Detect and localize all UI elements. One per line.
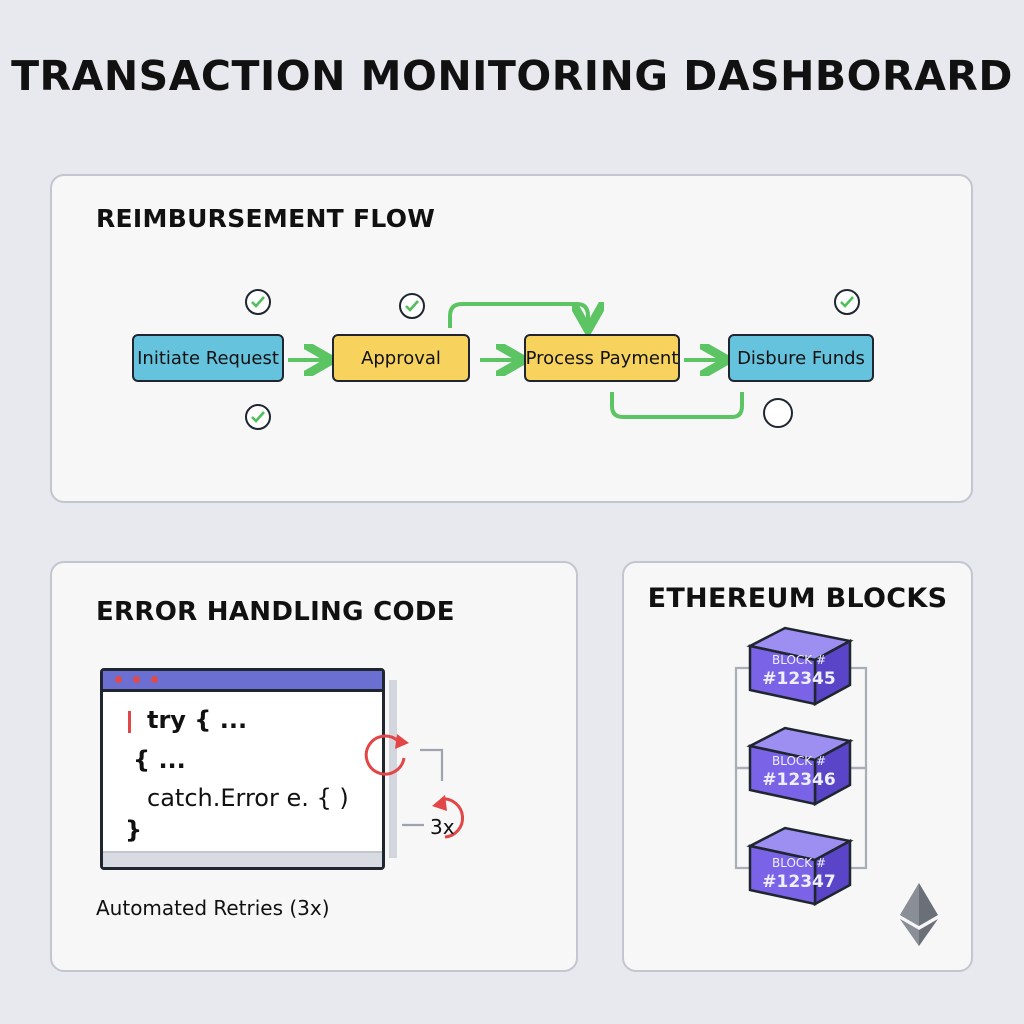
ethereum-panel-title: ETHEREUM BLOCKS: [647, 583, 948, 614]
ethereum-icon: [900, 883, 938, 946]
chain-link: [734, 666, 868, 870]
return-loop-payment-disburse: [610, 392, 744, 419]
code-window-scrollbar[interactable]: [389, 680, 397, 858]
blockchain-diagram: BLOCK # #12345 BLOCK # #12346 BLOCK # #1…: [734, 626, 938, 946]
code-line-try: try { ...: [147, 706, 248, 734]
window-dot[interactable]: [151, 676, 158, 683]
step-disburse-funds: Disbure Funds: [728, 334, 874, 382]
ethereum-blocks-panel: ETHEREUM BLOCKS BLOCK # #12345 BLOCK # #…: [622, 561, 973, 972]
block-caption: BLOCK #: [772, 754, 826, 768]
flow-connectors: [288, 302, 744, 419]
retry-icon: [364, 734, 409, 776]
ethereum-block: [746, 626, 854, 707]
block-caption: BLOCK #: [772, 856, 826, 870]
flow-panel-title: REIMBURSEMENT FLOW: [96, 204, 436, 233]
check-circle-icon: [399, 293, 425, 319]
code-line-close: }: [125, 816, 143, 844]
check-circle-icon: [245, 289, 271, 315]
text-cursor: [128, 711, 131, 733]
retry-icon: [432, 795, 465, 839]
code-line-block: { ...: [133, 746, 186, 774]
check-circle-icon: [245, 404, 271, 430]
empty-circle-icon: [763, 398, 793, 428]
block-number: #12345: [762, 669, 835, 689]
retry-diagram: [364, 734, 465, 839]
dashboard-title: TRANSACTION MONITORING DASHBORARD: [11, 52, 1013, 100]
retry-connector: [420, 748, 444, 781]
code-window: try { ... { ... catch.Error e. { ) }: [100, 668, 385, 870]
window-dot[interactable]: [133, 676, 140, 683]
arrow-approval-to-payment-bypass: [448, 302, 588, 328]
reimbursement-flow-panel: REIMBURSEMENT FLOW Initiate Request Appr…: [50, 174, 973, 503]
block-number: #12347: [762, 872, 835, 892]
ethereum-block: [746, 726, 854, 807]
step-approval: Approval: [332, 334, 470, 382]
code-line-catch: catch.Error e. { ): [147, 784, 349, 812]
block-number: #12346: [762, 770, 835, 790]
code-window-titlebar: [103, 671, 382, 692]
block-caption: BLOCK #: [772, 653, 826, 667]
step-process-payment: Process Payment: [524, 334, 680, 382]
retry-caption: Automated Retries (3x): [96, 896, 330, 920]
code-window-footer: [103, 851, 382, 867]
error-handling-panel: ERROR HANDLING CODE try { ... { ... catc…: [50, 561, 578, 972]
error-panel-title: ERROR HANDLING CODE: [96, 597, 455, 627]
check-circle-icon: [834, 289, 860, 315]
retry-count-label: 3x: [430, 815, 455, 839]
step-initiate-request: Initiate Request: [132, 334, 284, 382]
window-dot[interactable]: [115, 676, 122, 683]
ethereum-block: [746, 826, 854, 907]
